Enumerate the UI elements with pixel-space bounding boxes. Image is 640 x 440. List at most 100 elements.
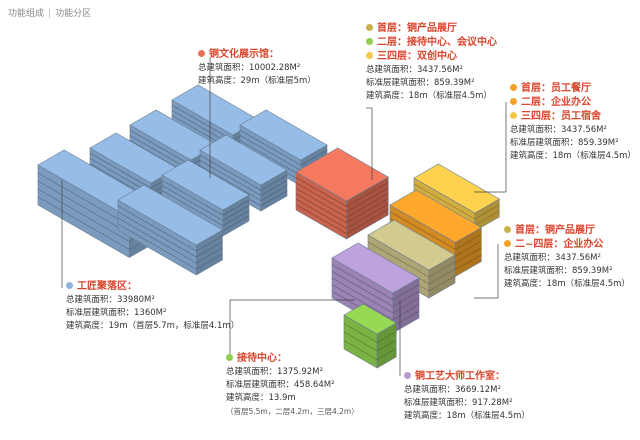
culture-line: 建筑高度：29m（标准层5m） — [198, 76, 316, 86]
workshop-block-top-face — [239, 109, 328, 161]
culture-hall-block-floor-line — [295, 204, 347, 234]
workshop-block-floor-line — [222, 205, 250, 221]
staff-dot-icon — [510, 112, 517, 119]
studio-block-floor-line — [331, 264, 394, 300]
reception-block-top-face — [343, 303, 397, 335]
workshop-block-floor-line — [161, 190, 224, 226]
culture-hall-block-floor-line — [295, 182, 347, 213]
reception-block-floor-line — [376, 339, 397, 352]
culture-hall-block-floor-line — [346, 187, 389, 213]
workshop-block-floor-line — [300, 149, 328, 166]
studio-block-floor-line — [392, 284, 420, 300]
studio-line: 建筑高度：18m（标准层4.5m） — [404, 411, 530, 421]
reception-line: 标准层建筑面积：458.64M² — [226, 380, 335, 390]
workshop-block-floor-line — [37, 172, 130, 226]
workshop-block-floor-line — [196, 241, 223, 258]
workshop-block-floor-line — [196, 253, 223, 270]
workshop-block-floor-line — [260, 174, 288, 191]
label-workshop-cluster: 工匠聚落区： 总建筑面积：33980M² 标准层建筑面积：1360M² 建筑高度… — [66, 280, 239, 333]
workshop-dot-icon — [66, 282, 73, 289]
workshop-block-floor-line — [260, 180, 288, 196]
reception-block-floor-line — [376, 331, 397, 343]
bronze-line: 建筑高度：18m（标准层4.5m） — [366, 91, 492, 101]
studio-line: 总建筑面积：3669.12M² — [404, 385, 501, 395]
bronze-item: 二层：接待中心、会议中心 — [377, 37, 497, 48]
breadcrumb-separator: | — [48, 9, 52, 19]
staff-upper-block-floor-line — [474, 204, 500, 220]
workshop-block-floor-line — [222, 215, 250, 232]
workshop-title: 工匠聚落区： — [77, 281, 137, 292]
workshop-line: 建筑高度：19m（首层5.7m，标准层4.1m） — [66, 321, 240, 331]
workshop-block-floor-line — [117, 205, 197, 252]
reception-block-floor-line — [376, 348, 397, 360]
culture-hall-block-floor-line — [346, 198, 389, 224]
staff-item: 首层：员工餐厅 — [521, 83, 591, 94]
bronze-hall-block-floor-line — [428, 275, 456, 292]
label-reception-center: 接待中心： 总建筑面积：1375.92M² 标准层建筑面积：458.64M² 建… — [226, 352, 359, 418]
staff-line: 标准层建筑面积：859.39M² — [510, 138, 619, 148]
culture-hall-block-floor-line — [346, 182, 389, 207]
workshop-block-floor-line — [37, 188, 130, 242]
reception-line: 建筑高度：13.9m — [226, 393, 296, 403]
staff-upper-block-floor-line — [413, 183, 476, 220]
studio-block-top-face — [331, 242, 420, 294]
staff-item: 二层：企业办公 — [521, 97, 591, 108]
bronze-hall-block-top-face — [367, 219, 456, 271]
breadcrumb: 功能组成|功能分区 — [8, 6, 91, 19]
workshop-block-floor-line — [222, 199, 250, 216]
culture-hall-block-floor-line — [295, 198, 347, 229]
bronze-item: 三四层：双创中心 — [377, 51, 457, 62]
bronze-item: 首层：铜产品展厅 — [377, 23, 457, 34]
culture-hall-block-floor-line — [346, 203, 389, 229]
label-culture-hall: 铜文化展示馆： 总建筑面积：10002.28M² 建筑高度：29m（标准层5m） — [198, 48, 316, 88]
culture-line: 总建筑面积：10002.28M² — [198, 63, 301, 73]
staff-item: 三四层：员工宿舍 — [521, 111, 601, 122]
reception-block-floor-line — [343, 323, 378, 343]
staff-lower-block-top-face — [389, 189, 482, 243]
studio-block-floor-line — [392, 291, 420, 307]
staff-dot-icon — [510, 98, 517, 105]
staff-line: 建筑高度：18m（标准层4.5m） — [510, 151, 636, 161]
workshop-block-floor-line — [89, 152, 152, 189]
culture-dot-icon — [198, 50, 205, 57]
bronze-dot-icon — [366, 24, 373, 31]
culture-hall-block-floor-line — [346, 209, 389, 234]
workshop-block-floor-line — [161, 179, 224, 216]
studio-block-floor-line — [331, 271, 394, 307]
workshop-block-floor-line — [260, 185, 288, 201]
breadcrumb-section: 功能组成 — [8, 9, 45, 19]
culture-hall-block-top-face — [295, 147, 389, 202]
staff-dot-icon — [510, 84, 517, 91]
culture-title: 铜文化展示馆： — [209, 49, 279, 60]
bronze-line: 总建筑面积：3437.56M² — [366, 65, 463, 75]
workshop-block-floor-line — [239, 135, 302, 171]
bronze-dot-icon — [366, 38, 373, 45]
workshop-block-floor-line — [239, 140, 302, 176]
workshop-block-floor-line — [37, 196, 130, 250]
workshop-block-floor-line — [196, 235, 223, 252]
studio-line: 标准层建筑面积：917.28M² — [404, 398, 513, 408]
reception-block-floor-line — [343, 340, 378, 360]
label-staff-building: 首层：员工餐厅 二层：企业办公 三四层：员工宿舍 总建筑面积：3437.56M²… — [510, 82, 636, 163]
bronze-line: 标准层建筑面积：859.39M² — [366, 78, 475, 88]
studio-dot-icon — [404, 372, 411, 379]
office-line: 标准层建筑面积：859.39M² — [504, 266, 613, 276]
workshop-block-floor-line — [222, 210, 250, 226]
workshop-block-floor-line — [37, 180, 130, 234]
label-office-building: 首层：铜产品展厅 二~四层：企业办公 总建筑面积：3437.56M² 标准层建筑… — [504, 224, 630, 291]
label-master-studio: 铜工艺大师工作室： 总建筑面积：3669.12M² 标准层建筑面积：917.28… — [404, 370, 530, 423]
workshop-block-top-face — [161, 159, 250, 211]
workshop-block-top-face — [199, 134, 288, 186]
workshop-block-floor-line — [117, 223, 197, 270]
reception-title: 接待中心： — [237, 353, 287, 364]
culture-hall-block-floor-line — [295, 193, 347, 224]
workshop-block-floor-line — [117, 217, 197, 264]
reception-line: （首层5.5m，二层4.2m，三层4.2m） — [226, 407, 359, 416]
culture-hall-block-floor-line — [295, 177, 347, 207]
bronze-hall-block-floor-line — [428, 268, 456, 285]
staff-lower-block-floor-line — [389, 211, 456, 250]
bronze-dot-icon — [366, 52, 373, 59]
workshop-block-floor-line — [196, 247, 223, 264]
reception-line: 总建筑面积：1375.92M² — [226, 367, 323, 377]
